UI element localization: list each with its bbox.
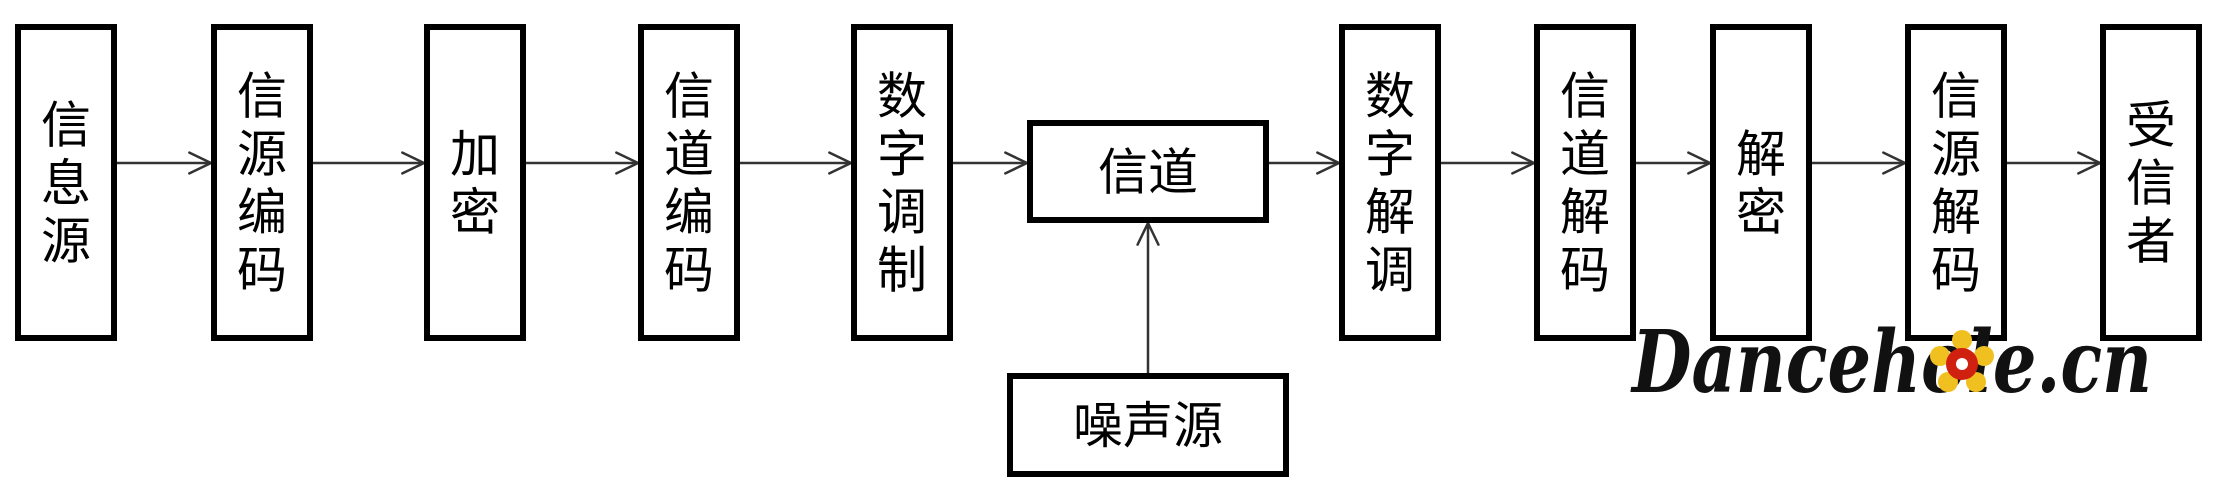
node-noise-source: 噪声源 [1007, 373, 1289, 477]
channel-label: 信道 [1098, 144, 1198, 202]
info-source-label: 信息源 [41, 97, 91, 271]
flower-icon [1930, 330, 1994, 392]
node-channel-decoding: 信道解码 [1534, 24, 1636, 341]
arrow-digital-modulation-to-channel [953, 151, 1029, 175]
node-info-source: 信息源 [15, 24, 117, 341]
channel-decoding-label: 信道解码 [1560, 68, 1610, 300]
source-decoding-box [1905, 24, 2007, 341]
node-decryption: 解密 [1710, 24, 1812, 341]
digital-demodulation-label: 数字解调 [1365, 68, 1415, 300]
arrow-channel-encoding-to-digital-modulation [740, 151, 853, 175]
decryption-box [1710, 24, 1812, 341]
node-receiver: 受信者 [2100, 24, 2202, 341]
arrow-encryption-to-channel-encoding [526, 151, 640, 175]
arrow-source-decoding-to-receiver [2007, 151, 2102, 175]
digital-modulation-label: 数字调制 [877, 68, 927, 300]
channel-decoding-box [1534, 24, 1636, 341]
node-channel-encoding: 信道编码 [638, 24, 740, 341]
node-digital-modulation: 数字调制 [851, 24, 953, 341]
decryption-label: 解密 [1736, 126, 1786, 242]
node-digital-demodulation: 数字解调 [1339, 24, 1441, 341]
info-source-box [15, 24, 117, 341]
arrow-decryption-to-source-decoding [1812, 151, 1907, 175]
node-source-encoding: 信源编码 [211, 24, 313, 341]
node-encryption: 加密 [424, 24, 526, 341]
channel-encoding-label: 信道编码 [664, 68, 714, 300]
arrow-info-source-to-source-encoding [117, 151, 213, 175]
arrow-digital-demodulation-to-channel-decoding [1441, 151, 1536, 175]
source-decoding-label: 信源解码 [1931, 68, 1981, 300]
receiver-box [2100, 24, 2202, 341]
node-source-decoding: 信源解码 [1905, 24, 2007, 341]
source-encoding-label: 信源编码 [237, 68, 287, 300]
arrow-noise-source-to-channel [1136, 221, 1160, 373]
receiver-label: 受信者 [2126, 97, 2176, 271]
arrow-source-encoding-to-encryption [313, 151, 426, 175]
encryption-box [424, 24, 526, 341]
channel-box [1027, 120, 1269, 223]
digital-modulation-box [851, 24, 953, 341]
watermark: Dancehole.cn [1630, 312, 2152, 413]
encryption-label: 加密 [450, 126, 500, 242]
digital-demodulation-box [1339, 24, 1441, 341]
arrow-channel-to-digital-demodulation [1269, 151, 1341, 175]
channel-encoding-box [638, 24, 740, 341]
watermark-text: Dancehole.cn [1630, 312, 2152, 413]
arrow-channel-decoding-to-decryption [1636, 151, 1712, 175]
noise-source-label: 噪声源 [1073, 397, 1223, 455]
noise-source-box [1007, 373, 1289, 477]
node-channel: 信道 [1027, 120, 1269, 223]
source-encoding-box [211, 24, 313, 341]
